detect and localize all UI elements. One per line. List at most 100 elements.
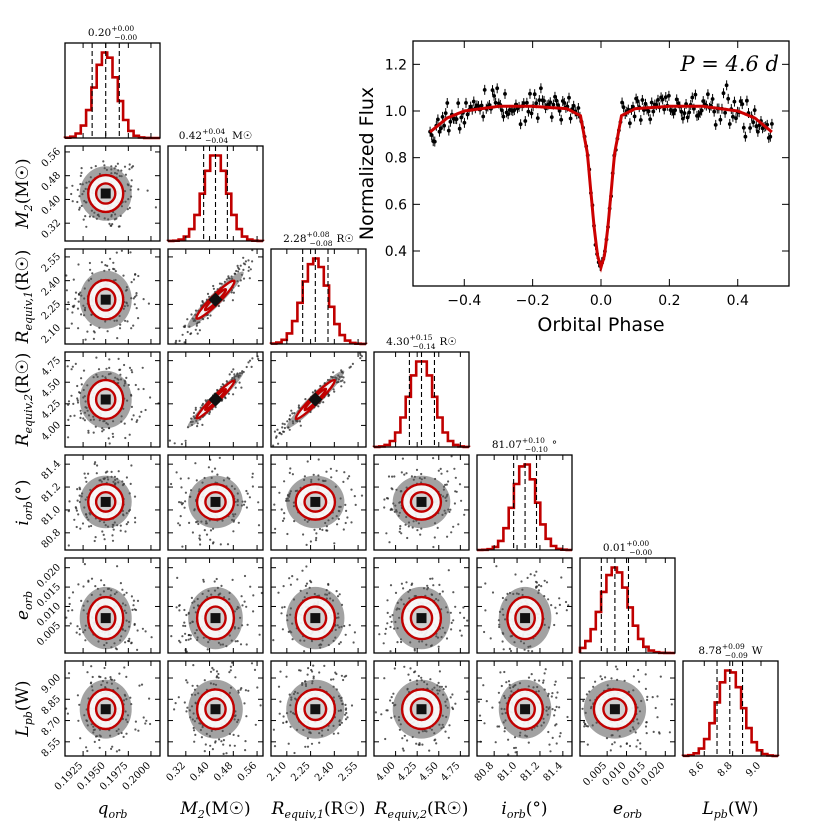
sample-point (133, 622, 136, 626)
sample-point (147, 302, 150, 305)
sample-point (529, 573, 532, 576)
sample-point (75, 509, 78, 512)
sample-point (393, 475, 396, 478)
sample-point (90, 577, 94, 580)
sample-point (280, 433, 283, 436)
sample-point (251, 485, 254, 488)
sample-point (383, 506, 386, 509)
sample-point (129, 482, 132, 485)
sample-point (196, 332, 199, 335)
sample-point (291, 638, 294, 641)
sample-point (94, 165, 97, 168)
sample-point (95, 356, 98, 359)
sample-point (179, 477, 182, 480)
sample-point (201, 423, 204, 426)
sample-point (111, 745, 114, 748)
sample-point (415, 742, 418, 745)
sample-point (192, 664, 195, 667)
sample-point (232, 368, 235, 371)
sample-point (231, 661, 234, 664)
sample-point (343, 471, 346, 474)
sample-point (197, 522, 200, 526)
contour-2sigma (400, 483, 443, 521)
sample-point (240, 595, 243, 598)
sample-point (288, 428, 291, 431)
sample-point (183, 506, 186, 509)
sample-point (179, 501, 183, 504)
sample-point (140, 410, 143, 413)
sample-point (199, 543, 202, 546)
sample-point (451, 693, 454, 696)
sample-point (304, 745, 307, 748)
sample-point (141, 366, 144, 369)
sample-point (225, 380, 228, 383)
histogram-ecc (578, 566, 675, 655)
panel-frame (476, 660, 573, 757)
sample-point (459, 629, 462, 632)
sample-point (501, 596, 504, 600)
sample-point (89, 323, 92, 326)
sample-point (185, 613, 188, 617)
scatter-panel-q-inc (64, 454, 161, 551)
sample-point (310, 742, 314, 745)
sample-point (95, 472, 98, 475)
sample-point (449, 696, 452, 699)
sample-point (333, 390, 336, 393)
sample-point (616, 668, 619, 671)
sample-point (240, 386, 243, 389)
sample-point (399, 525, 402, 528)
sample-point (82, 369, 86, 372)
sample-point (566, 715, 569, 719)
sample-point (344, 521, 347, 525)
sample-point (233, 272, 236, 275)
sample-point (651, 696, 654, 699)
sample-point (450, 628, 453, 631)
sample-point (132, 599, 135, 602)
sample-point (553, 683, 556, 686)
sample-point (109, 224, 112, 227)
sample-point (125, 675, 128, 679)
contour-2sigma (592, 688, 638, 731)
panel-frame (167, 351, 264, 448)
hist-panel-inc: 81.07+0.10−0.10° (476, 436, 573, 552)
sample-point (213, 467, 217, 470)
sample-point (208, 412, 211, 415)
sample-point (71, 305, 74, 308)
sample-point (280, 612, 283, 615)
sample-point (135, 420, 138, 423)
sample-point (76, 625, 79, 628)
sample-point (183, 608, 186, 612)
x-tick-label: 0.40 (188, 760, 212, 784)
sample-point (583, 725, 586, 728)
sample-point (339, 380, 342, 383)
sample-point (438, 670, 441, 673)
sample-point (444, 730, 447, 733)
sample-point (554, 724, 557, 727)
sample-point (102, 533, 105, 537)
sample-point (80, 167, 83, 170)
sample-point (245, 643, 248, 646)
sample-point (555, 612, 558, 615)
contour-2sigma (294, 688, 337, 731)
sample-point (609, 749, 612, 752)
sample-point (71, 200, 74, 203)
sample-point (272, 639, 275, 642)
contour-2sigma (506, 688, 544, 731)
sample-point (112, 267, 115, 270)
sample-point (117, 357, 120, 360)
sample-point (203, 750, 206, 753)
sample-point (434, 738, 437, 741)
sample-point (429, 678, 432, 681)
sample-point (389, 699, 392, 702)
panel-frame (167, 660, 264, 757)
sample-point (188, 521, 191, 525)
sample-point (232, 393, 235, 396)
sample-point (298, 669, 301, 672)
panel-frame (64, 42, 161, 139)
sample-point (346, 477, 349, 480)
sample-point (112, 528, 115, 531)
sample-point (187, 638, 190, 641)
sample-point (184, 324, 187, 327)
sample-point (248, 359, 252, 362)
